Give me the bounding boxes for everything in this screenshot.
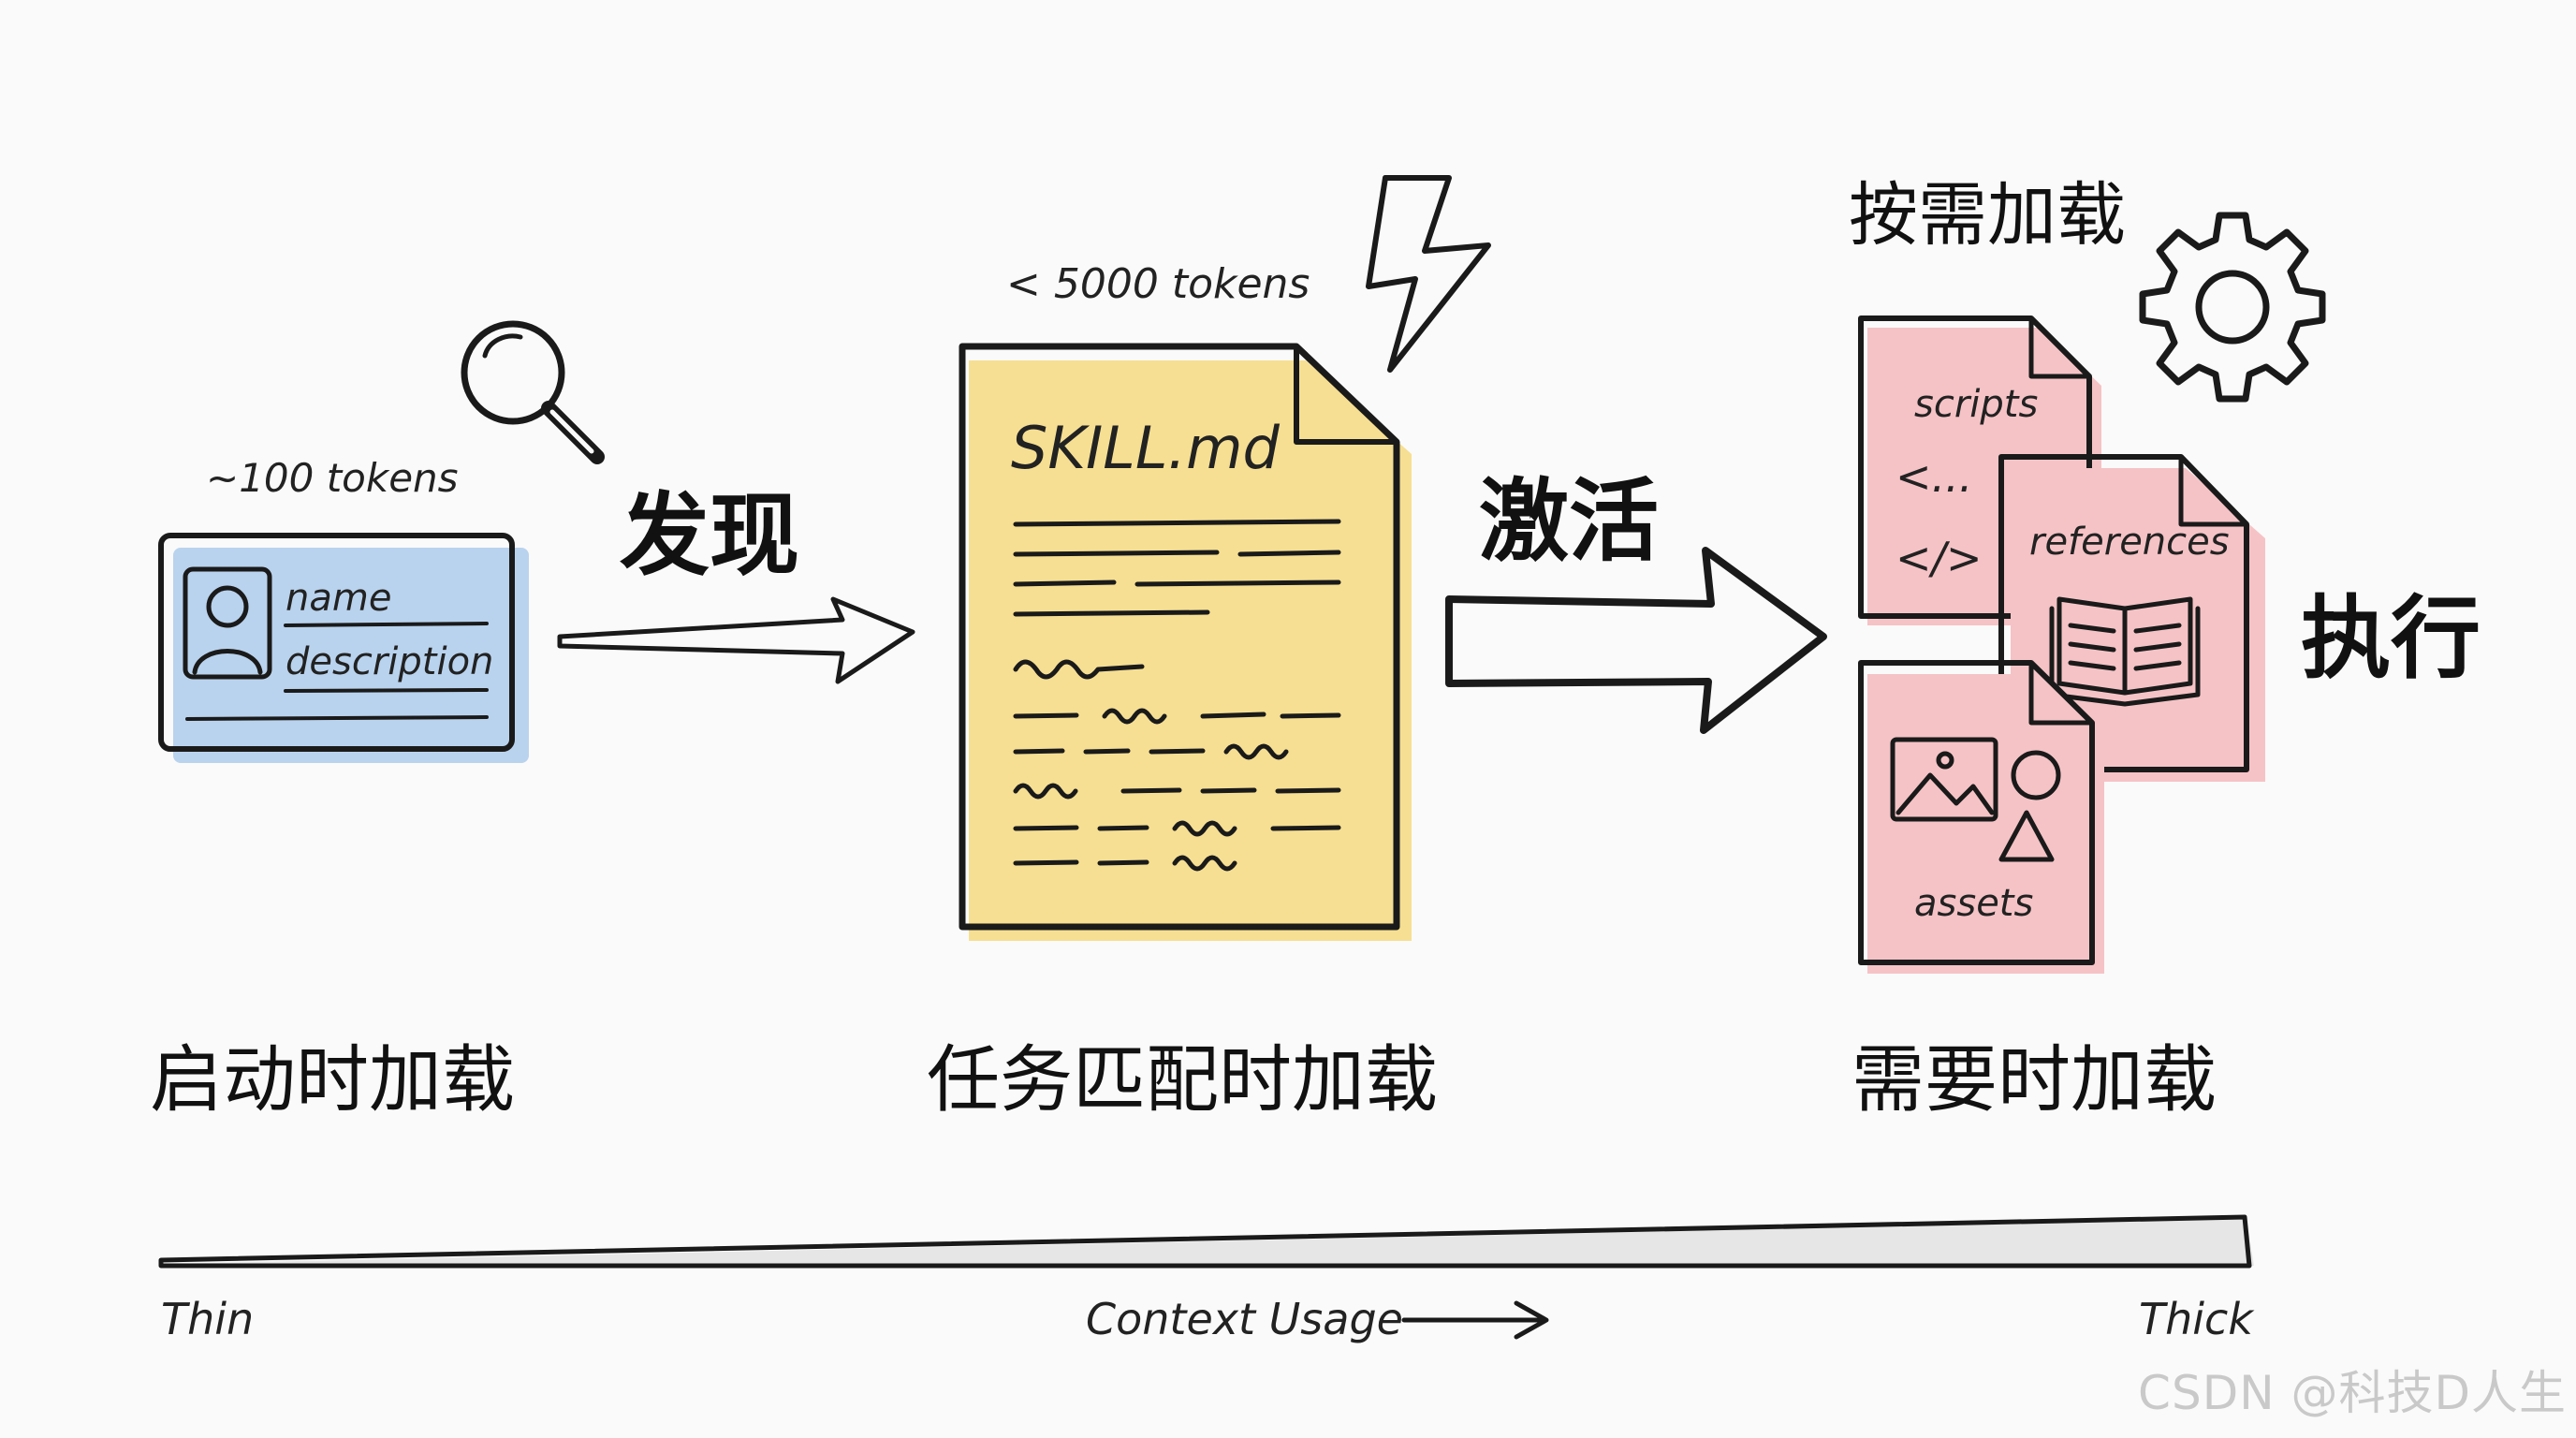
activate-arrow xyxy=(1445,547,1827,734)
discover-arrow xyxy=(557,596,915,684)
resource-scripts-label: scripts xyxy=(1914,383,2038,426)
context-thin-label: Thin xyxy=(161,1294,254,1344)
book-icon xyxy=(2049,596,2201,707)
on-demand-caption: 需要时加载 xyxy=(1852,1038,2217,1123)
stage-on-demand: 按需加载 scripts <... </> references xyxy=(1849,175,2265,1123)
on-demand-header: 按需加载 xyxy=(1849,175,2126,256)
skill-doc-outline xyxy=(959,343,1400,931)
stage-task-match: < 5000 tokens SKILL.md xyxy=(927,260,1438,1123)
scripts-code-close: </> xyxy=(1895,533,1983,583)
startup-caption: 启动时加载 xyxy=(150,1038,515,1123)
id-card-outline xyxy=(158,533,515,752)
skill-doc-fold xyxy=(1294,344,1399,445)
skill-doc-title: SKILL.md xyxy=(1011,414,1280,482)
id-card-fill xyxy=(173,548,529,763)
gear-icon xyxy=(2139,212,2326,403)
image-icon xyxy=(1890,737,1998,822)
transition-discover: 发现 xyxy=(557,483,915,684)
resource-references-label: references xyxy=(2029,521,2230,564)
skill-document: SKILL.md xyxy=(959,343,1412,941)
resource-assets: assets xyxy=(1858,660,2104,974)
context-wedge-outline xyxy=(158,1214,2252,1269)
id-card: name description xyxy=(158,533,529,763)
resource-assets-label: assets xyxy=(1914,882,2033,925)
stage-startup: ~100 tokens name description 启动时加载 xyxy=(150,455,529,1123)
card-field-description: description xyxy=(285,640,493,683)
execute-label: 执行 xyxy=(2301,586,2481,691)
activate-label: 激活 xyxy=(1479,469,1659,574)
context-usage-label: Context Usage xyxy=(1086,1294,1403,1344)
startup-token-note: ~100 tokens xyxy=(206,455,459,501)
skill-doc-lines xyxy=(1013,519,1341,872)
triangle-shape-icon xyxy=(1998,810,2055,862)
magnifier-icon xyxy=(461,320,605,464)
watermark: CSDN @科技D人生 xyxy=(2138,1366,2567,1420)
task-match-caption: 任务匹配时加载 xyxy=(927,1038,1438,1123)
context-arrow-icon xyxy=(1401,1300,1549,1340)
discover-label: 发现 xyxy=(620,483,799,588)
circle-shape-icon xyxy=(2011,750,2061,800)
context-usage-bar: Thin Context Usage Thick xyxy=(158,1214,2255,1344)
avatar-icon xyxy=(183,566,272,680)
skill-doc-fill xyxy=(969,360,1412,941)
context-wedge-fill xyxy=(167,1219,2254,1266)
scripts-code-open: <... xyxy=(1895,451,1972,502)
transition-activate: 激活 xyxy=(1445,469,1827,734)
card-field-name: name xyxy=(285,577,391,620)
task-match-token-note: < 5000 tokens xyxy=(1006,260,1310,308)
context-thick-label: Thick xyxy=(2139,1294,2255,1344)
lightning-icon xyxy=(1366,175,1491,373)
